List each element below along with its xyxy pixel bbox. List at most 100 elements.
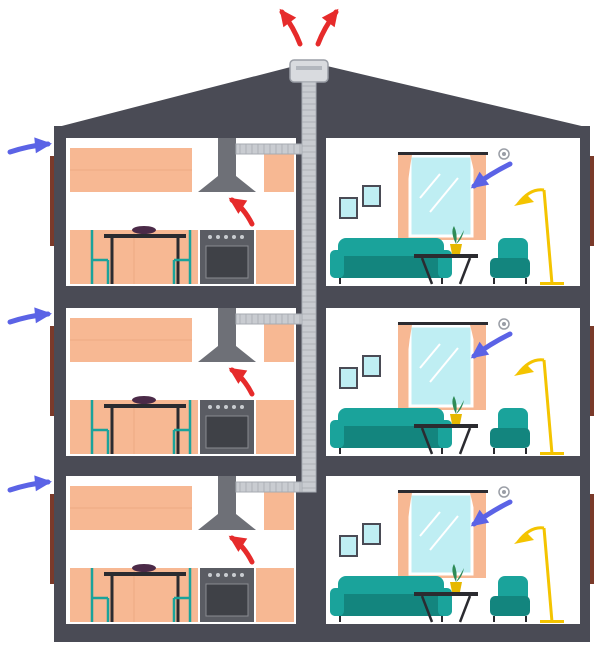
upper-cabinet-right [264, 318, 294, 362]
curtain-left [398, 493, 412, 578]
wall-picture [362, 355, 381, 377]
table-top [104, 234, 186, 238]
blue-arrow-icon [7, 307, 52, 325]
arrow-head [470, 171, 490, 189]
glass-glare [429, 515, 459, 551]
plant-pot [450, 414, 462, 424]
red-arrow-icon [315, 8, 339, 47]
arrow-head [321, 8, 339, 28]
upper-cabinet-right [264, 486, 294, 530]
side-window-left [50, 494, 54, 584]
curtain-rod [398, 152, 488, 155]
blue-arrow-icon [470, 161, 513, 189]
curtain-left [398, 155, 412, 240]
kitchen [70, 308, 303, 454]
armchair-seat [490, 428, 530, 448]
table-top [104, 572, 186, 576]
kitchen [70, 138, 303, 284]
floors [70, 138, 564, 623]
oven-knob [216, 405, 220, 409]
arrow-head [228, 367, 248, 384]
oven-knob [232, 573, 236, 577]
oven-knob [224, 235, 228, 239]
red-arrow-icon [228, 367, 255, 397]
coffee-table-leg [420, 257, 434, 285]
hood-chimney [218, 138, 236, 176]
lamp-base [540, 620, 564, 623]
lamp-shade [514, 532, 534, 544]
airflow-arrows [7, 8, 513, 565]
side-window-right [590, 156, 594, 246]
living-room-furnishings [330, 148, 564, 285]
plant-leaves [452, 226, 464, 244]
arrow-head [228, 197, 248, 214]
red-arrow-icon [279, 8, 303, 47]
table-top [104, 404, 186, 408]
vertical-duct [301, 81, 317, 493]
plant-pot [450, 582, 462, 592]
oven-knob [224, 573, 228, 577]
glass-glare [429, 347, 459, 383]
window-glass [408, 154, 474, 238]
coffee-table-leg [458, 595, 472, 623]
coffee-table-top [414, 592, 478, 596]
lower-cabinet-right [256, 400, 294, 454]
oven-knob [216, 235, 220, 239]
wall-picture [339, 367, 358, 389]
sofa-arm [330, 420, 344, 448]
oven-knob [240, 405, 244, 409]
ceiling-vent-center [502, 322, 506, 326]
sofa-arm [330, 250, 344, 278]
range-hood [198, 346, 256, 362]
coffee-table-leg [420, 595, 434, 623]
curtain-rod [398, 322, 488, 325]
wall-picture [339, 197, 358, 219]
roof [54, 62, 590, 128]
lamp-pole [542, 359, 554, 455]
coffee-table-top [414, 254, 478, 258]
curtain-rod [398, 490, 488, 493]
side-window-right [590, 326, 594, 416]
living-room-furnishings [330, 318, 564, 455]
fruit-bowl [132, 564, 156, 572]
coffee-table-leg [458, 427, 472, 455]
sofa-arm [330, 588, 344, 616]
glass-glare [429, 177, 459, 213]
glass-glare [419, 173, 441, 199]
blue-arrow-icon [7, 137, 52, 155]
oven-knob [208, 405, 212, 409]
hood-chimney [218, 308, 236, 346]
arrow-head [34, 137, 52, 154]
lamp-shade [514, 194, 534, 206]
armchair-seat [490, 258, 530, 278]
exhaust-duct [301, 81, 317, 493]
window-glass [408, 492, 474, 576]
side-window-left [50, 156, 54, 246]
plant-leaves [452, 564, 464, 582]
lower-cabinet-right [256, 568, 294, 622]
plant-pot [450, 244, 462, 254]
oven-knob [240, 235, 244, 239]
coffee-table-leg [458, 257, 472, 285]
arrow-head [470, 509, 490, 527]
wall-picture [339, 535, 358, 557]
red-arrow-icon [228, 197, 255, 227]
oven-knob [224, 405, 228, 409]
arrow-head [279, 8, 297, 28]
blue-arrow-icon [7, 475, 52, 493]
glass-glare [419, 511, 441, 537]
lamp-pole [542, 527, 554, 623]
sofa-seat [330, 256, 452, 278]
armchair-seat [490, 596, 530, 616]
ceiling-vent-center [502, 152, 506, 156]
red-arrow-icon [228, 535, 255, 565]
oven-knob [232, 235, 236, 239]
oven-knob [240, 573, 244, 577]
oven-door [205, 245, 249, 279]
oven-knob [208, 235, 212, 239]
oven-knob [216, 573, 220, 577]
upper-cabinet-right [264, 148, 294, 192]
kitchen [70, 476, 303, 622]
side-window-right [590, 494, 594, 584]
